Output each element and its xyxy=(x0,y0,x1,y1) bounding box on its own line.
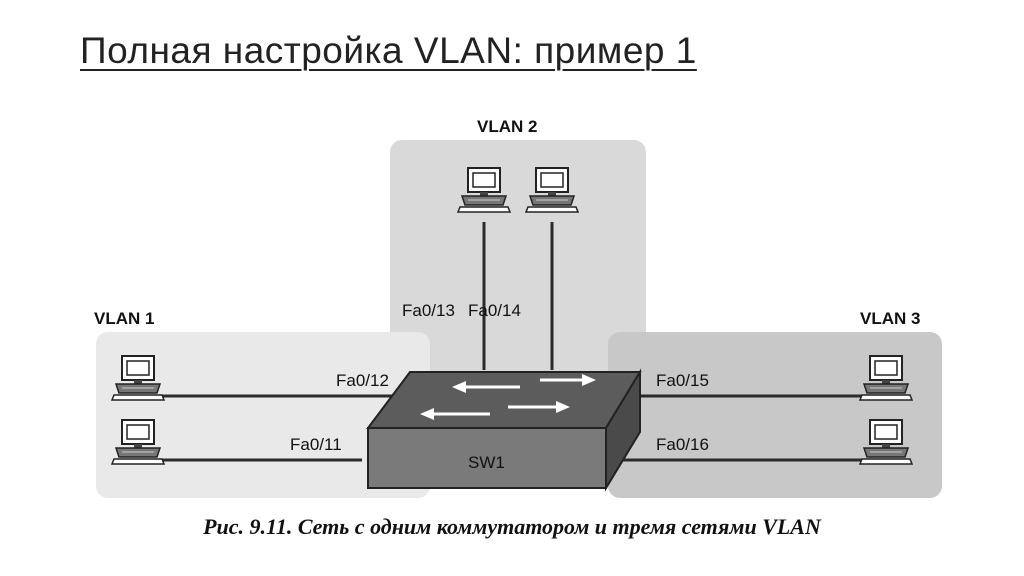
port-label-fa0-12: Fa0/12 xyxy=(336,371,389,390)
slide-title: Полная настройка VLAN: пример 1 xyxy=(80,30,697,71)
vlan2-zone xyxy=(390,140,646,380)
port-label-fa0-15: Fa0/15 xyxy=(656,371,709,390)
switch-sw1: SW1 xyxy=(366,368,642,492)
switch-arrows-icon xyxy=(420,374,596,420)
switch-top xyxy=(366,371,642,429)
port-label-fa0-16: Fa0/16 xyxy=(656,435,709,454)
vlan2-label: VLAN 2 xyxy=(477,117,537,136)
switch-front xyxy=(367,427,607,489)
vlan3-label: VLAN 3 xyxy=(860,309,920,328)
port-label-fa0-13: Fa0/13 xyxy=(402,301,455,320)
port-label-fa0-14: Fa0/14 xyxy=(468,301,521,320)
switch-label: SW1 xyxy=(468,453,505,472)
port-label-fa0-11: Fa0/11 xyxy=(290,435,342,454)
vlan3-zone xyxy=(608,332,942,498)
vlan1-zone xyxy=(96,332,430,498)
vlan1-label: VLAN 1 xyxy=(94,309,154,328)
figure-caption: Рис. 9.11. Сеть с одним коммутатором и т… xyxy=(203,514,821,539)
